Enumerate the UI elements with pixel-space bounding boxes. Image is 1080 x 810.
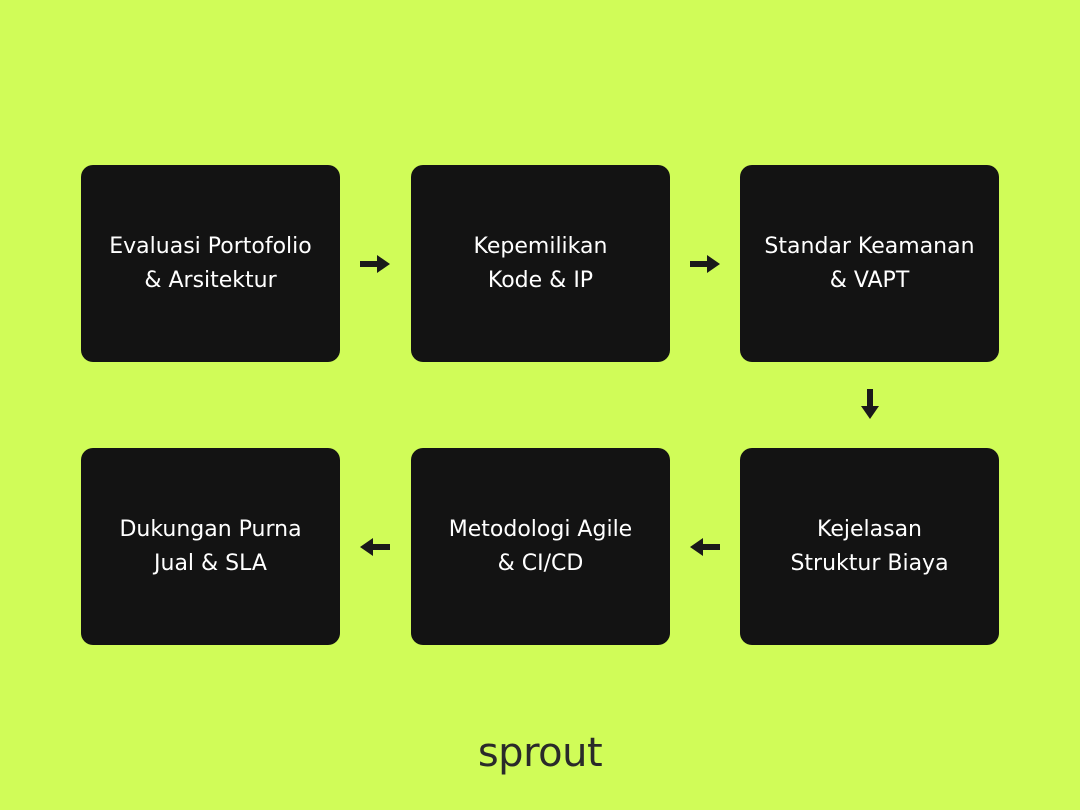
arrow-right-icon — [685, 244, 725, 284]
step-label: Dukungan Purna Jual & SLA — [119, 516, 302, 576]
step-box-after-sales: Dukungan Purna Jual & SLA — [81, 448, 340, 645]
arrow-right-icon — [355, 244, 395, 284]
step-label: Standar Keamanan & VAPT — [764, 233, 975, 293]
step-box-cost-structure: Kejelasan Struktur Biaya — [740, 448, 999, 645]
arrow-left-icon — [685, 527, 725, 567]
step-label: Kepemilikan Kode & IP — [473, 233, 608, 293]
step-box-portfolio: Evaluasi Portofolio & Arsitektur — [81, 165, 340, 362]
step-label: Kejelasan Struktur Biaya — [790, 516, 949, 576]
brand-logo-text: sprout — [477, 730, 603, 776]
step-box-code-ownership: Kepemilikan Kode & IP — [411, 165, 670, 362]
arrow-down-icon — [850, 384, 890, 424]
step-box-security: Standar Keamanan & VAPT — [740, 165, 999, 362]
step-label: Metodologi Agile & CI/CD — [448, 516, 633, 576]
step-box-agile: Metodologi Agile & CI/CD — [411, 448, 670, 645]
arrow-left-icon — [355, 527, 395, 567]
step-label: Evaluasi Portofolio & Arsitektur — [109, 233, 312, 293]
